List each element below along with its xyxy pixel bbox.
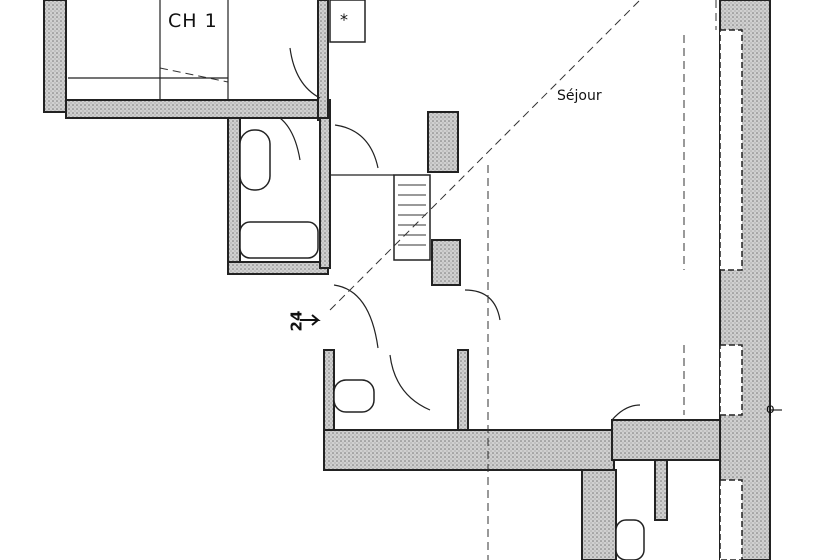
axis-marker-icon: φ <box>766 402 775 417</box>
door-swings <box>279 47 641 421</box>
door-living <box>464 289 501 321</box>
wall-under-bedroom <box>65 99 331 119</box>
wall-wc-right <box>457 349 469 431</box>
star-icon: * <box>340 10 348 29</box>
door-bedroom <box>289 47 321 99</box>
window-recess-2 <box>719 344 743 416</box>
level-number: 24 <box>287 310 306 332</box>
door-wc <box>389 354 431 411</box>
stairs-box <box>393 174 431 261</box>
wall-bottom-vertical <box>581 469 617 560</box>
misc-lines <box>68 0 782 411</box>
door-entrance <box>333 284 379 349</box>
guide-lines <box>159 0 717 560</box>
toilet-2 <box>615 519 645 560</box>
wall-right-band <box>611 419 723 461</box>
toilet <box>333 379 375 413</box>
wall-bottom-band <box>323 429 615 471</box>
wall-bathroom-left <box>227 117 241 275</box>
room-label-living: Séjour <box>557 88 602 104</box>
bathtub <box>239 221 319 259</box>
wall-small <box>654 459 668 521</box>
wall-duct <box>427 111 459 173</box>
room-label-bedroom: CH 1 <box>168 10 218 32</box>
stair-treads <box>398 184 426 246</box>
window-recess-1 <box>719 29 743 271</box>
window-recess-3 <box>719 479 743 560</box>
openings <box>239 0 743 560</box>
walls <box>43 0 771 560</box>
door-bath <box>279 117 301 161</box>
door-right <box>611 404 641 421</box>
entrance-arrow-icon <box>300 314 321 326</box>
wall-partition <box>431 239 461 286</box>
door-hall <box>334 124 379 169</box>
washbasin <box>239 129 271 191</box>
wall-wc-left <box>323 349 335 431</box>
wall-left-exterior <box>43 0 67 113</box>
wall-bathroom-bottom <box>227 261 329 275</box>
wall-bathroom-right <box>319 117 331 269</box>
cupboard <box>329 0 366 43</box>
wall-bedroom-right <box>317 0 329 121</box>
